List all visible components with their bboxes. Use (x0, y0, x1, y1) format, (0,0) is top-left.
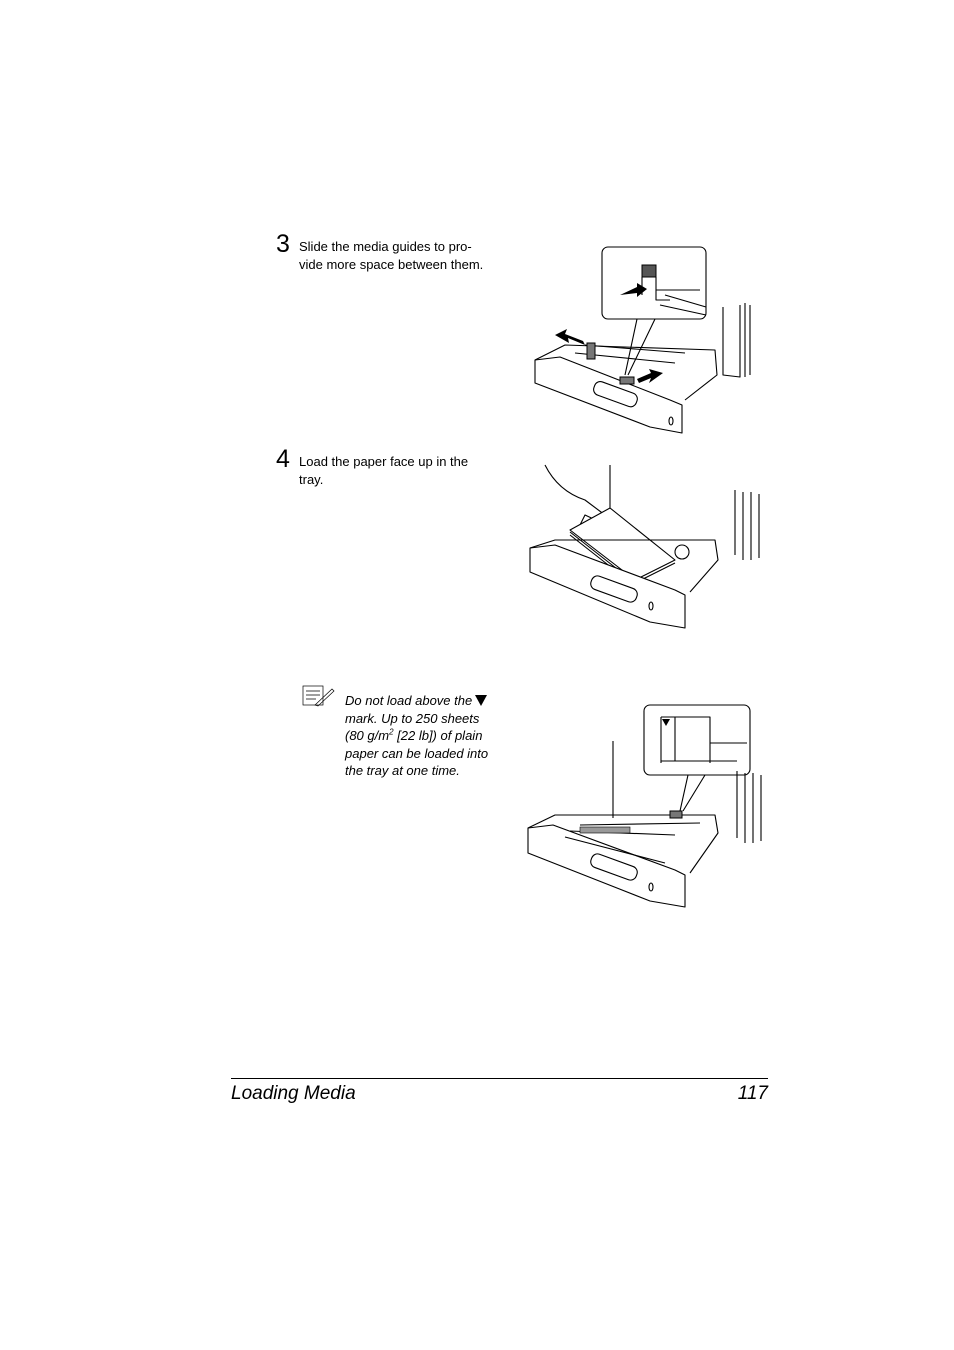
step-4-line-2: tray. (299, 472, 324, 487)
note-line-3a: (80 g/m (345, 728, 390, 743)
illustration-fill-limit (527, 704, 762, 908)
step-3-line-1: Slide the media guides to pro- (299, 239, 472, 254)
note-line-1: Do not load above the (345, 693, 473, 708)
note-line-2: mark. Up to 250 sheets (345, 710, 480, 726)
step-3-number: 3 (276, 230, 290, 258)
illustration-load-paper (529, 464, 760, 629)
step-4-number: 4 (276, 445, 290, 473)
footer-rule (231, 1078, 768, 1079)
step-4-text: Load the paper face up in the tray. (299, 453, 509, 489)
step-3-text: Slide the media guides to pro-vide more … (299, 238, 514, 274)
step-3-line-2: vide more space between them. (299, 257, 484, 272)
note-pencil-icon (302, 685, 335, 707)
callout-zoom-box (601, 246, 707, 320)
footer-page-number: 117 (737, 1083, 768, 1104)
callout-fill-limit-box (643, 704, 751, 776)
note-line-5: the tray at one time. (345, 763, 460, 778)
footer-section-title: Loading Media (231, 1083, 356, 1104)
note-line-3-sup: 2 (389, 727, 394, 737)
note-line-4: paper can be loaded into (345, 745, 489, 761)
step-4-line-1: Load the paper face up in the (299, 454, 469, 469)
illustration-slide-guides (534, 246, 751, 434)
note-text: Do not load above the mark. Up to 250 sh… (345, 692, 515, 780)
note-line-3b: [22 lb]) of plain (393, 728, 483, 743)
fill-limit-triangle-icon (475, 695, 488, 706)
